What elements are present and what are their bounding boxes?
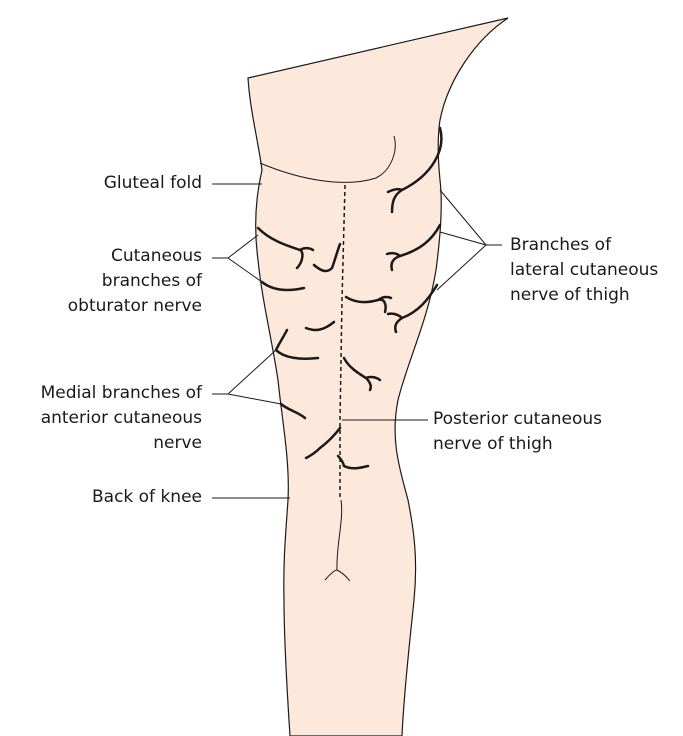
label-posterior-cutaneous: Posterior cutaneous nerve of thigh [433, 407, 602, 457]
label-gluteal-fold: Gluteal fold [104, 171, 202, 196]
label-back-of-knee: Back of knee [92, 485, 202, 510]
leg-outline [248, 18, 508, 736]
label-lateral-cutaneous: Branches of lateral cutaneous nerve of t… [510, 233, 658, 308]
label-obturator-branches: Cutaneous branches of obturator nerve [68, 244, 202, 319]
label-anterior-cutaneous: Medial branches of anterior cutaneous ne… [41, 381, 202, 456]
